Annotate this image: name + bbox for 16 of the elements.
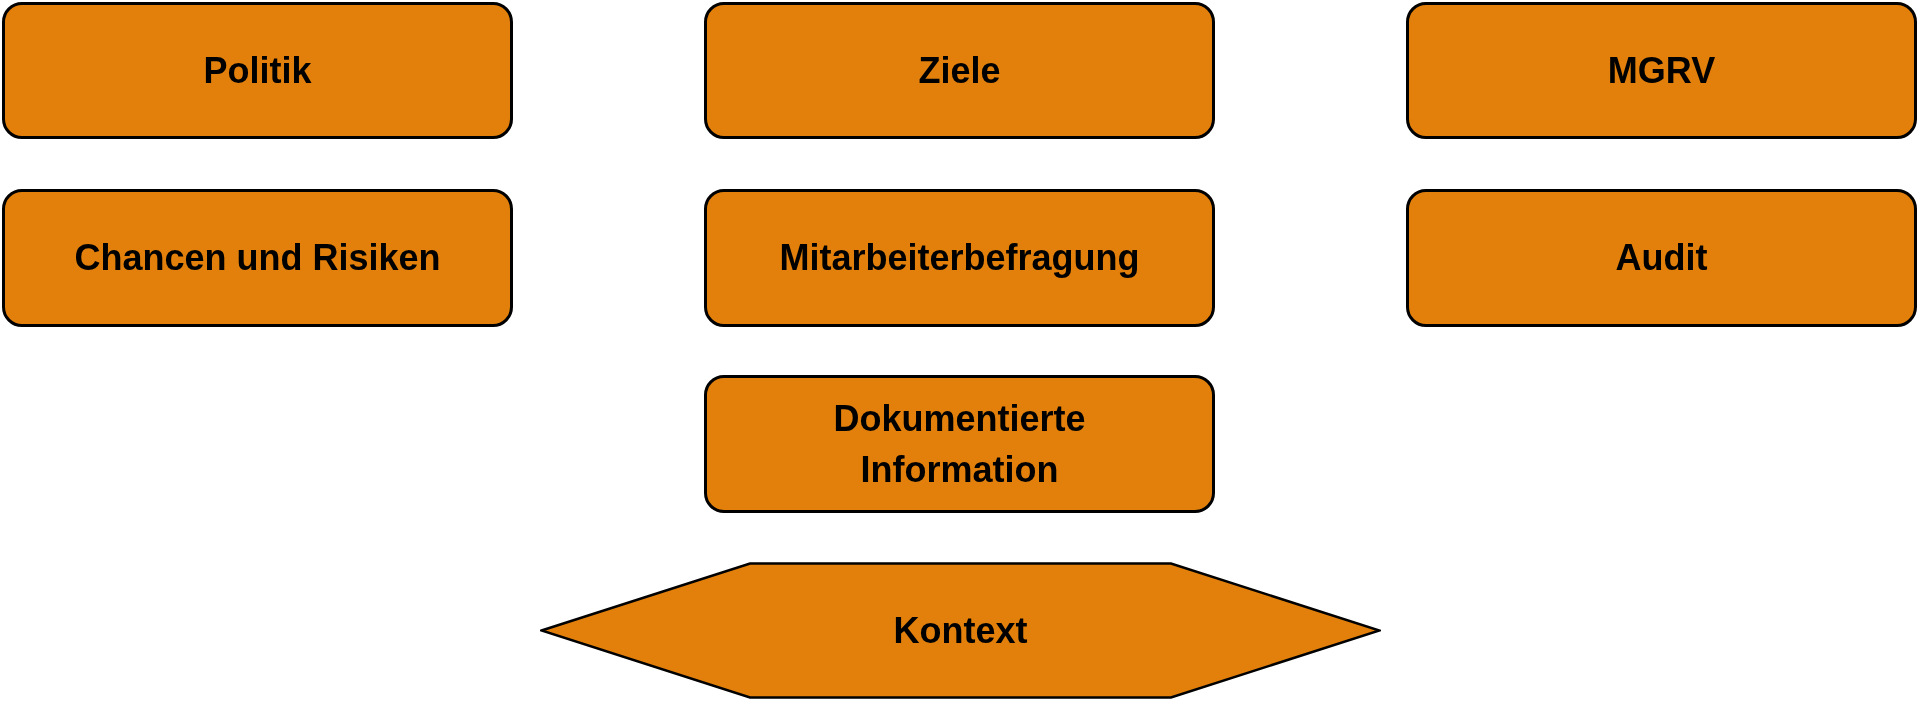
process-box <box>1406 189 1917 327</box>
node-label: Chancen und Risiken <box>74 236 441 281</box>
node-label: Politik <box>203 48 312 93</box>
node-label: Ziele <box>918 48 1001 93</box>
process-box <box>704 189 1215 327</box>
process-box <box>704 2 1215 139</box>
node-label: Kontext <box>893 608 1028 653</box>
process-box <box>1406 2 1917 139</box>
process-box <box>2 2 513 139</box>
node-label: MGRV <box>1607 48 1716 93</box>
node-label: Mitarbeiterbefragung <box>779 236 1140 281</box>
node-label: Dokumentierte Information <box>832 396 1087 492</box>
process-box <box>2 189 513 327</box>
hexagon-shape <box>540 562 1381 699</box>
node-label: Audit <box>1615 236 1708 281</box>
process-box <box>704 375 1215 513</box>
